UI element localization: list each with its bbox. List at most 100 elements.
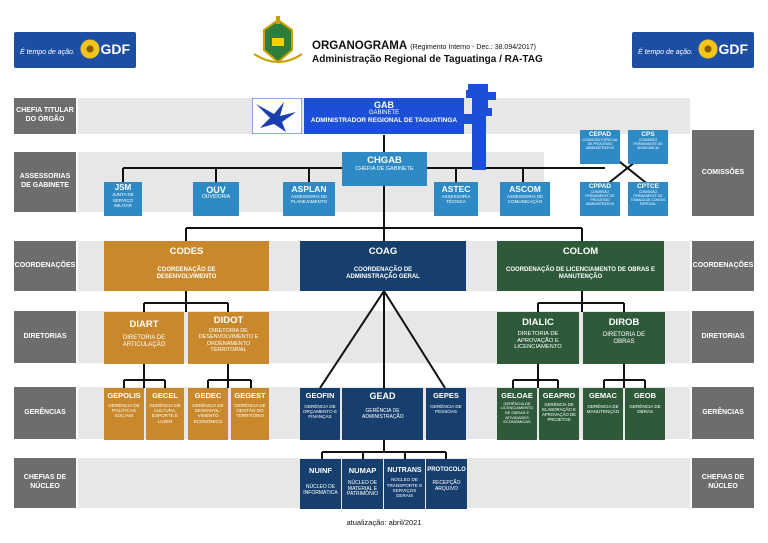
nucleo-desc: NÚCLEO DE MATERIAL E PATRIMÔNIO [347,479,378,498]
gerencia-desc: GERÊNCIA DE MANUTENÇÃO [586,403,620,415]
header-title-line: ORGANOGRAMA (Regimento Interno - Dec.: 3… [312,40,632,52]
row-label-ger-left: GERÊNCIAS [14,387,76,439]
gdf-logo-left: É tempo de ação. GDF [14,32,136,68]
row-label-ger-right: GERÊNCIAS [692,387,754,439]
gerencia-gegest: GEGEST GERÊNCIA DE GESTÃO DO TERRITÓRIO [231,388,269,440]
gerencia-desc: GERÊNCIA DE ELABORAÇÃO E APROVAÇÃO DE PR… [541,401,577,422]
comissao-cps: CPS COMISSÃO PERMANENTE DE SINDICÂNCIA [628,130,668,164]
nucleo-code: NUMAP [348,466,377,475]
chgab-code: CHGAB [367,155,402,166]
nucleo-desc: NÚCLEO DE TRANSPORTE E SERVIÇOS GERAIS [386,477,423,499]
gerencia-desc: GERÊNCIA DE OBRAS [629,403,661,415]
gerencia-desc: GERÊNCIA DE CULTURA, ESPORTE E LAZER [149,402,181,424]
tower-icon [462,84,496,170]
flower-icon [698,39,718,59]
assessoria-code: ASCOM [509,184,541,194]
coord-coag: COAG COORDENAÇÃO DE ADMINISTRAÇÃO GERAL [300,241,466,291]
comissao-desc: COMISSÃO ESPECIAL DE PROCESSO ADMINISTRA… [582,137,618,150]
chgab-desc: CHEFIA DE GABINETE [355,165,414,172]
eagle-icon [252,98,302,134]
row-label-diret-left: DIRETORIAS [14,311,76,363]
nucleo-numap: NUMAP NÚCLEO DE MATERIAL E PATRIMÔNIO [342,459,383,509]
comissao-desc: COMISSÃO PERMANENTE DE PROCESSO ADMINIST… [585,189,615,206]
diretoria-code: DIART [129,319,159,330]
gerencia-code: GECEL [152,391,178,400]
gerencia-desc: GERÊNCIA DE POLÍTICAS SOCIAIS [108,402,140,419]
gerencia-code: GEAPRO [542,391,576,400]
assessoria-code: ASPLAN [291,184,327,194]
assessoria-ouv: OUV OUVIDORIA [193,182,239,216]
gdf-brand: GDF [100,41,130,57]
diretoria-desc: DIRETORIA DE APROVAÇÃO E LICENCIAMENTO [514,330,562,351]
nucleo-code: NUTRANS [387,467,422,474]
gerencia-code: GEPOLIS [107,391,141,400]
comissao-code: CPS [641,131,655,138]
gdf-logo-right: É tempo de ação. GDF [632,32,754,68]
comissao-desc: COMISSÃO PERMANENTE DE SINDICÂNCIA [633,137,663,150]
nucleo-nutrans: NUTRANS NÚCLEO DE TRANSPORTE E SERVIÇOS … [384,459,425,509]
gerencia-desc: GERÊNCIA DE ORÇAMENTO E FINANÇAS [302,403,338,420]
gerencia-gecel: GECEL GERÊNCIA DE CULTURA, ESPORTE E LAZ… [146,388,184,440]
gerencia-gepolis: GEPOLIS GERÊNCIA DE POLÍTICAS SOCIAIS [104,388,144,440]
coord-desc: COORDENAÇÃO DE LICENCIAMENTO DE OBRAS E … [506,266,655,280]
row-label-diret-right: DIRETORIAS [692,311,754,363]
diretoria-desc: DIRETORIA DE OBRAS [602,331,646,345]
assessoria-ascom: ASCOM ASSESSORIA DE COMUNICAÇÃO [500,182,550,216]
assessoria-desc: JUNTA DE SERVIÇO MILITAR [112,192,134,208]
gerencia-desc: GERÊNCIA DE GESTÃO DO TERRITÓRIO [234,402,266,419]
regiment-note: (Regimento Interno - Dec.: 38.094/2017) [410,44,536,51]
comissao-code: CPTCE [636,183,660,190]
gerencia-code: GEOB [633,391,657,400]
nucleo-nuinf: NUINF NÚCLEO DE INFORMÁTICA [300,459,341,509]
diretoria-code: DIALIC [522,317,554,328]
comissao-cptce: CPTCE COMISSÃO PERMANENTE DE TOMADA DE C… [628,182,668,216]
coat-of-arms-icon [253,16,303,64]
coord-codes: CODES COORDENAÇÃO DE DESENVOLVIMENTO [104,241,269,291]
diretoria-dirob: DIROB DIRETORIA DE OBRAS [583,312,665,364]
gerencia-gepes: GEPES GERÊNCIA DE PESSOAS [426,388,466,440]
gerencia-gead: GEAD GERÊNCIA DE ADMINISTRAÇÃO [342,388,423,440]
coord-code: COLOM [562,246,599,257]
flower-icon [80,39,100,59]
gerencia-desc: GERÊNCIA DE LICENCIAMENTO DE OBRAS E ATI… [500,400,534,425]
gab-box: GAB GABINETE ADMINISTRADOR REGIONAL DE T… [304,98,464,134]
comissao-cppad: CPPAD COMISSÃO PERMANENTE DE PROCESSO AD… [580,182,620,216]
gerencia-geloae: GELOAE GERÊNCIA DE LICENCIAMENTO DE OBRA… [497,388,537,440]
coord-code: COAG [368,246,398,257]
nucleo-protocolo: PROTOCOLO RECEPÇÃO ARQUIVO [426,459,467,509]
assessoria-code: ASTEC [441,184,471,194]
gerencia-geofin: GEOFIN GERÊNCIA DE ORÇAMENTO E FINANÇAS [300,388,340,440]
gerencia-code: GEMAC [589,391,617,400]
diretoria-diart: DIART DIRETORIA DE ARTICULAÇÃO [104,312,184,364]
gerencia-code: GEAD [369,391,396,401]
gerencia-desc: GERÊNCIA DE ADMINISTRAÇÃO [362,408,404,421]
nucleo-code: PROTOCOLO [427,467,466,473]
nucleo-desc: RECEPÇÃO ARQUIVO [432,480,461,493]
comissao-cepad: CEPAD COMISSÃO ESPECIAL DE PROCESSO ADMI… [580,130,620,164]
comissao-desc: COMISSÃO PERMANENTE DE TOMADA DE CONTAS … [630,189,666,206]
gab-line1: GABINETE [368,110,400,117]
diretoria-didot: DIDOT DIRETORIA DE DESENVOLVIMENTO E ORD… [188,312,269,364]
gab-code: GAB [374,100,394,110]
gerencia-gemac: GEMAC GERÊNCIA DE MANUTENÇÃO [583,388,623,440]
row-label-nucleo-left: CHEFIAS DE NÚCLEO [14,458,76,508]
row-label-comissoes: COMISSÕES [692,130,754,216]
gerencia-code: GEPES [433,391,459,400]
coord-code: CODES [169,246,204,257]
gerencia-code: GEOFIN [305,391,335,400]
comissao-code: CPPAD [588,183,612,190]
gerencia-code: GEGEST [234,391,266,400]
assessoria-code: JSM [114,183,132,192]
gerencia-geob: GEOB GERÊNCIA DE OBRAS [625,388,665,440]
diretoria-desc: DIRETORIA DE DESENVOLVIMENTO E ORDENAMEN… [198,327,259,353]
nucleo-desc: NÚCLEO DE INFORMÁTICA [303,483,338,496]
update-note: atualização: abril/2021 [346,518,422,527]
gerencia-code: GELOAE [501,391,533,400]
coord-colom: COLOM COORDENAÇÃO DE LICENCIAMENTO DE OB… [497,241,664,291]
page-title: ORGANOGRAMA [312,40,408,52]
assessoria-astec: ASTEC ASSESSORIA TÉCNICA [434,182,478,216]
row-label-assessorias: ASSESSORIAS DE GABINETE [14,152,76,212]
diretoria-dialic: DIALIC DIRETORIA DE APROVAÇÃO E LICENCIA… [497,312,579,364]
gerencia-desc: GERÊNCIA DE DESENVOL-VIMENTO ECONÔMICO [192,402,224,424]
gdf-brand: GDF [718,41,748,57]
